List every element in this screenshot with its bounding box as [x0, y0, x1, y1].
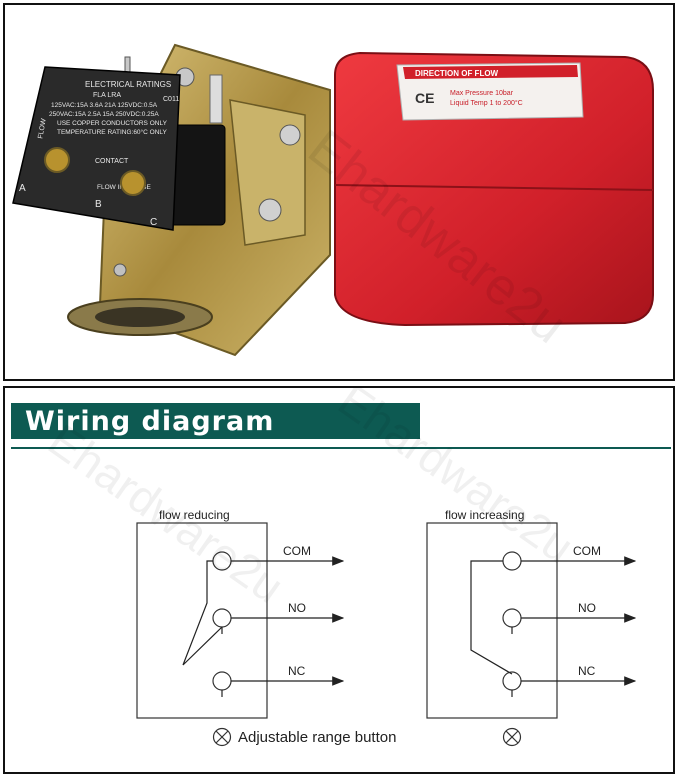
housing-label-line3: Liquid Temp 1 to 200°C [450, 99, 523, 107]
nc-terminal-left [212, 671, 232, 691]
flow-increasing-diagram: flow increasing COM NO NC [426, 508, 637, 719]
diagram-title-banner: Wiring diagram [11, 403, 420, 439]
bracket-screws [113, 56, 301, 277]
flow-increasing-title: flow increasing [445, 508, 524, 522]
title-rule [11, 447, 671, 449]
watermark-diagram-1: Ehardware2u [39, 414, 293, 614]
flow-reducing-title: flow reducing [159, 508, 230, 522]
micro-switch [169, 124, 226, 226]
flow-reducing-diagram: flow reducing COM NO NC [136, 508, 345, 719]
housing-label-line2: Max Pressure 10bar [450, 90, 514, 97]
adjust-button-icon [212, 727, 232, 747]
adjust-button-icon-right [502, 727, 522, 747]
plate-flow: FLOW [37, 118, 47, 140]
housing-label-line1: DIRECTION OF FLOW [415, 69, 499, 78]
com-label-left: COM [283, 544, 311, 558]
watermark-diagram-2: Ehardware2u [329, 388, 583, 573]
com-label-right: COM [573, 544, 601, 558]
plate-line4: TEMPERATURE RATING:60°C ONLY [57, 128, 168, 136]
terminal-a-label: A [19, 183, 26, 194]
plate-line2: 250VAC:15A 2.5A 15A 250VDC:0.25A [49, 111, 159, 118]
no-terminal-right [502, 608, 522, 628]
plate-header: FLA LRA [93, 92, 121, 99]
terminal-c-label: C [150, 217, 157, 228]
flow-switch-photo: ELECTRICAL RATINGS C011 FLA LRA 125VAC:1… [12, 43, 654, 357]
wiring-diagram-panel: Wiring diagram flow reducing COM NO NC [3, 386, 675, 774]
no-label-left: NO [288, 601, 306, 615]
terminal-plate: ELECTRICAL RATINGS C011 FLA LRA 125VAC:1… [12, 66, 181, 231]
nc-label-left: NC [288, 664, 306, 678]
no-terminal-left [212, 608, 232, 628]
com-terminal-right [502, 551, 522, 571]
red-housing: DIRECTION OF FLOW Max Pressure 10bar Liq… [334, 51, 654, 327]
diagram-title: Wiring diagram [25, 406, 275, 437]
plate-title: ELECTRICAL RATINGS [85, 80, 171, 89]
wiring-schematic: flow reducing COM NO NC flow increasing [39, 388, 637, 747]
plate-line1: 125VAC:15A 3.6A 21A 125VDC:0.5A [51, 102, 158, 109]
nc-terminal-right [502, 671, 522, 691]
legend: Adjustable range button [212, 727, 522, 747]
nc-label-right: NC [578, 664, 596, 678]
plate-contact: CONTACT [95, 158, 129, 165]
contact-lever-left [182, 560, 223, 666]
contact-lever-right [470, 560, 513, 675]
switch-box-right [426, 522, 558, 719]
ce-mark: CE [415, 90, 434, 106]
legend-label: Adjustable range button [238, 729, 396, 746]
plate-line3: USE COPPER CONDUCTORS ONLY [57, 120, 168, 127]
switch-box-left [136, 522, 268, 719]
plate-model: C011 [163, 96, 179, 103]
no-label-right: NO [578, 601, 596, 615]
terminal-b-label: B [95, 199, 102, 210]
product-photo-panel: ELECTRICAL RATINGS C011 FLA LRA 125VAC:1… [3, 3, 675, 381]
